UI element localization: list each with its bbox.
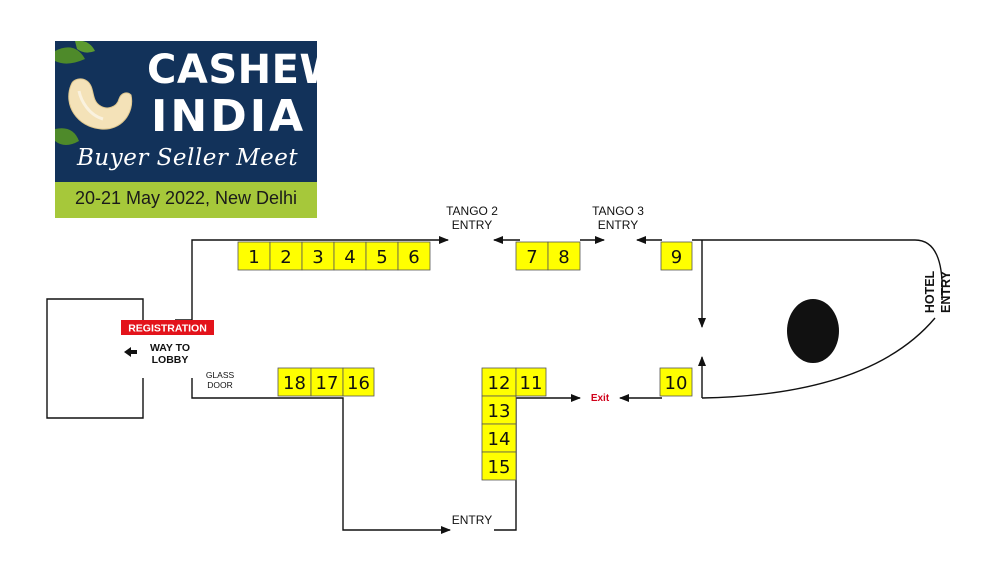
fountain-island	[787, 299, 839, 363]
cashew-nut-graphic	[55, 41, 133, 145]
booth-2[interactable]: 2	[269, 241, 303, 271]
tango3-label-line2: ENTRY	[598, 218, 638, 232]
booth-number: 16	[347, 373, 370, 394]
booth-18[interactable]: 18	[277, 367, 312, 397]
booth-1[interactable]: 1	[237, 241, 271, 271]
booth-5[interactable]: 5	[365, 241, 399, 271]
exit-label: Exit	[591, 393, 610, 404]
booth-13[interactable]: 13	[481, 395, 517, 425]
logo-title-line2: INDIA	[151, 91, 307, 142]
booth-number: 18	[283, 373, 306, 394]
hotel-entry-label: HOTEL ENTRY	[923, 270, 953, 313]
lower-corridor-arrow	[191, 378, 451, 534]
lobby-label-line2: LOBBY	[152, 354, 189, 366]
lobby-label-line1: WAY TO	[150, 342, 190, 354]
booth-8[interactable]: 8	[547, 241, 581, 271]
booth-number: 14	[488, 429, 511, 450]
booth-number: 9	[671, 247, 682, 268]
booth-number: 11	[520, 373, 543, 394]
booth-number: 5	[376, 247, 387, 268]
event-logo: CASHEW INDIA Buyer Seller Meet 20-21 May…	[55, 41, 317, 218]
registration-label: REGISTRATION	[128, 323, 207, 335]
booth-number: 3	[312, 247, 323, 268]
hotel-curve-top	[692, 239, 943, 301]
booth-number: 4	[344, 247, 355, 268]
logo-date-band	[55, 182, 317, 218]
booth-15[interactable]: 15	[481, 451, 517, 481]
tango2-label-line2: ENTRY	[452, 218, 492, 232]
booth-number: 17	[316, 373, 339, 394]
tango2-label-line1: TANGO 2	[446, 204, 498, 218]
booth-14[interactable]: 14	[481, 423, 517, 453]
booth-number: 13	[488, 401, 511, 422]
booth-16[interactable]: 16	[342, 367, 375, 397]
logo-date: 20-21 May 2022, New Delhi	[74, 188, 298, 208]
booth-12[interactable]: 12	[481, 367, 517, 397]
booth-number: 8	[558, 247, 569, 268]
booth-6[interactable]: 6	[397, 241, 431, 271]
bottom-entry-label: ENTRY	[452, 513, 492, 527]
booth-4[interactable]: 4	[333, 241, 367, 271]
booth-number: 7	[526, 247, 537, 268]
booth-number: 1	[248, 247, 259, 268]
booth-17[interactable]: 17	[310, 367, 344, 397]
registration-area-outline	[46, 298, 144, 419]
booth-number: 12	[488, 373, 511, 394]
booth-10[interactable]: 10	[659, 367, 693, 397]
hotel-label-line1: HOTEL	[923, 270, 937, 313]
booth-7[interactable]: 7	[515, 241, 549, 271]
glass-door-label-line2: DOOR	[207, 380, 233, 390]
registration-badge	[121, 320, 214, 335]
booth-number: 6	[408, 247, 419, 268]
tango3-label-line1: TANGO 3	[592, 204, 644, 218]
booth-number: 15	[488, 457, 511, 478]
hotel-curve-bottom	[701, 317, 936, 399]
booth-11[interactable]: 11	[515, 367, 547, 397]
glass-door-label-line1: GLASS	[206, 370, 235, 380]
booth-number: 2	[280, 247, 291, 268]
booth-number: 10	[665, 373, 688, 394]
booth-3[interactable]: 3	[301, 241, 335, 271]
left-arrow-icon	[124, 347, 137, 357]
logo-title-line1: CASHEW	[147, 47, 317, 93]
booth-9[interactable]: 9	[660, 241, 693, 271]
hotel-label-line2: ENTRY	[939, 270, 953, 313]
logo-subtitle: Buyer Seller Meet	[77, 145, 299, 171]
